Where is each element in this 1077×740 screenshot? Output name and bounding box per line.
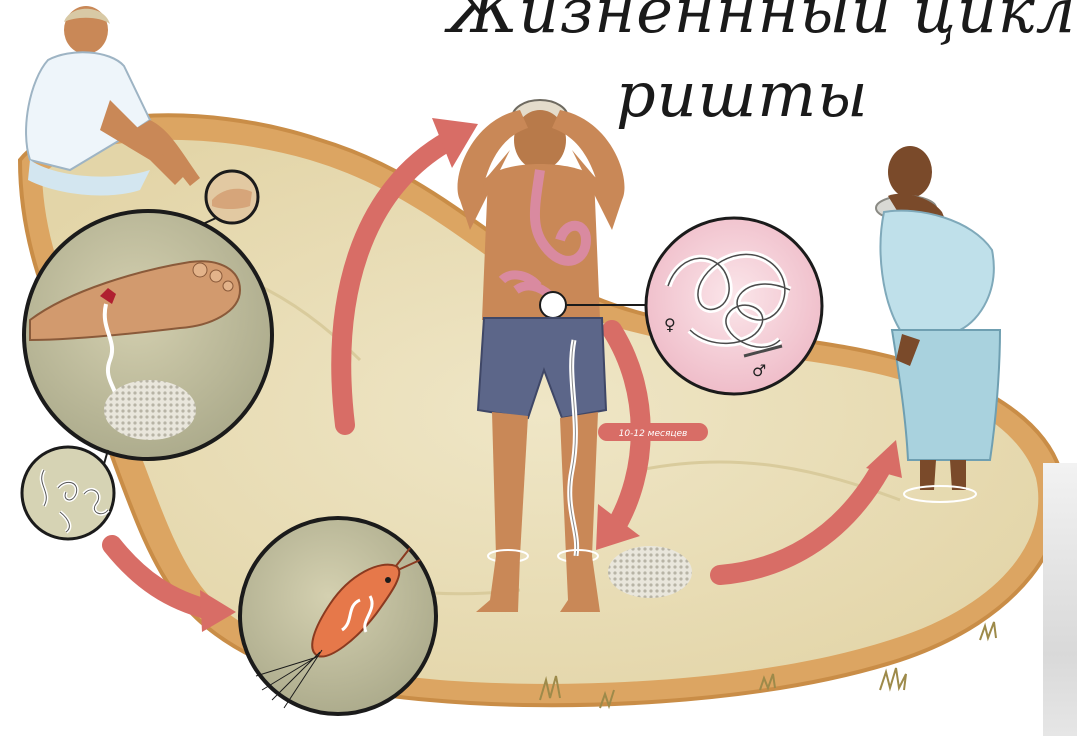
- male-symbol: ♂: [752, 361, 766, 380]
- foot-ulcer-inset: [24, 211, 272, 459]
- side-panel: [1043, 463, 1077, 736]
- worms-inset: ♀ ♂: [646, 218, 822, 394]
- title-line-1: Жизненнный цикл: [448, 0, 1076, 42]
- larvae-inset: [22, 447, 114, 539]
- cyclops-inset: [240, 518, 436, 714]
- title-line-2: ришты: [616, 64, 869, 126]
- foot-closeup-small: [206, 171, 258, 223]
- period-label: 10-12 месяцев: [619, 429, 688, 439]
- female-symbol: ♀: [664, 315, 676, 334]
